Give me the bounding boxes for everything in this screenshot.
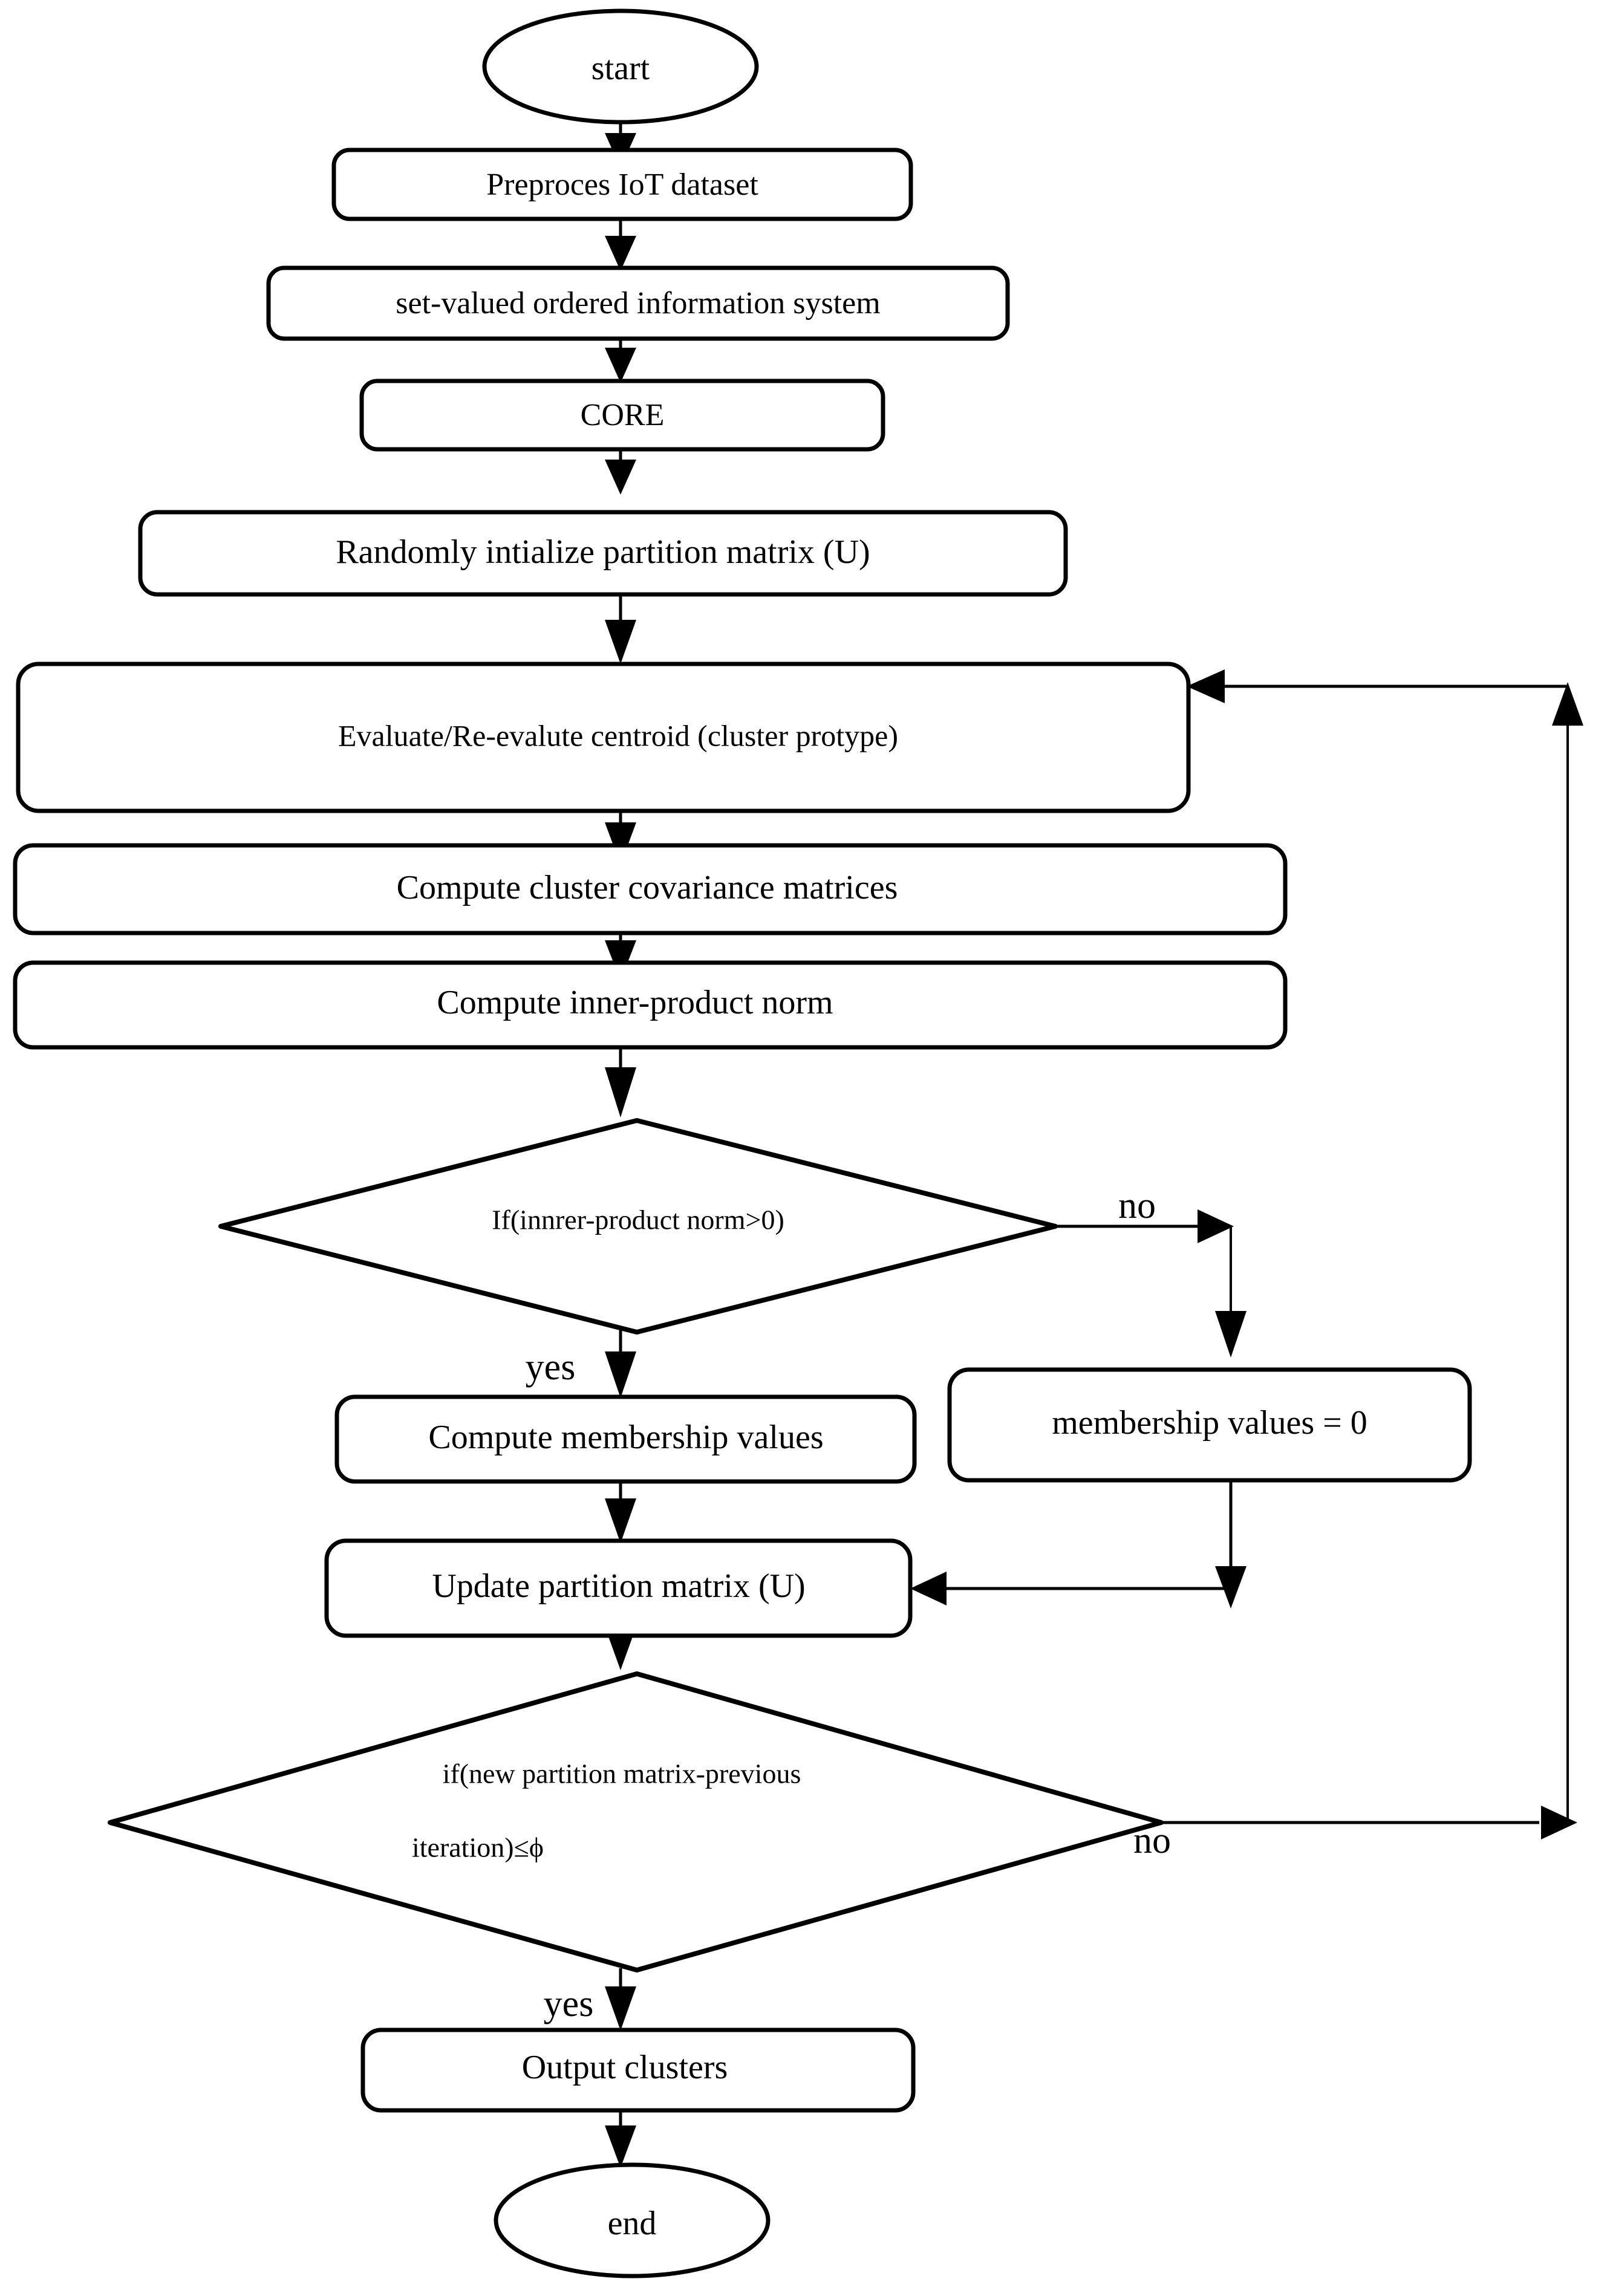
edge-label-norm-no: no (1118, 1185, 1156, 1226)
node-decide-conv[interactable]: if(new partition matrix-previous iterati… (108, 1671, 1164, 1972)
edge-init-u-to-centroid (605, 593, 636, 664)
edge-decide-conv-yes-to-output (605, 1968, 636, 2031)
node-output-label: Output clusters (522, 2049, 728, 2086)
node-covariance-label: Compute cluster covariance matrices (397, 869, 898, 906)
node-covariance[interactable]: Compute cluster covariance matrices (13, 843, 1288, 935)
node-preprocess[interactable]: Preproces IoT dataset (331, 148, 913, 221)
node-compute-mv[interactable]: Compute membership values (334, 1394, 917, 1484)
node-svois[interactable]: set-valued ordered information system (266, 265, 1010, 341)
edge-label-conv-no: no (1133, 1820, 1171, 1861)
edge-decide-norm-yes-to-compute-mv (605, 1330, 636, 1398)
node-core[interactable]: CORE (359, 379, 885, 452)
edge-decide-conv-no-to-centroid (1161, 669, 1583, 1839)
node-init-u-label: Randomly intialize partition matrix (U) (336, 533, 870, 571)
node-update-u[interactable]: Update partition matrix (U) (324, 1538, 913, 1638)
node-output[interactable]: Output clusters (360, 2028, 916, 2113)
node-centroid[interactable]: Evaluate/Re-evalute centroid (cluster pr… (16, 662, 1191, 813)
node-start[interactable]: start (482, 8, 759, 125)
edge-core-to-init-u (605, 450, 636, 495)
node-decide-conv-label-line1: if(new partition matrix-previous (443, 1758, 801, 1789)
node-svois-label: set-valued ordered information system (396, 286, 880, 320)
node-update-u-label: Update partition matrix (U) (432, 1567, 805, 1605)
edge-label-norm-yes: yes (526, 1347, 576, 1388)
node-init-u[interactable]: Randomly intialize partition matrix (U) (138, 510, 1068, 597)
edge-preprocess-to-svois (605, 218, 636, 271)
node-start-label: start (592, 50, 650, 87)
edge-label-conv-yes: yes (544, 1983, 594, 2024)
node-compute-mv-label: Compute membership values (428, 1419, 823, 1456)
edge-compute-mv-to-update-u (605, 1481, 636, 1543)
node-centroid-label: Evaluate/Re-evalute centroid (cluster pr… (338, 718, 898, 752)
node-zero-mv[interactable]: membership values = 0 (947, 1367, 1472, 1483)
node-innerprod[interactable]: Compute inner-product norm (13, 960, 1288, 1050)
node-core-label: CORE (581, 398, 665, 432)
node-zero-mv-label: membership values = 0 (1052, 1404, 1367, 1442)
edge-svois-to-core (605, 339, 636, 383)
node-decide-norm-label: If(innrer-product norm>0) (492, 1205, 784, 1235)
edge-decide-norm-no-to-zero-mv (1055, 1209, 1247, 1358)
node-end[interactable]: end (494, 2162, 771, 2278)
node-decide-conv-label-line2: iteration)≤ϕ (412, 1832, 544, 1863)
edge-zero-mv-to-update-u (910, 1480, 1247, 1608)
edge-innerprod-to-decide-norm (605, 1046, 636, 1117)
node-innerprod-label: Compute inner-product norm (437, 984, 833, 1021)
node-preprocess-label: Preproces IoT dataset (486, 167, 758, 202)
node-decide-norm[interactable]: If(innrer-product norm>0) (218, 1118, 1058, 1335)
edge-output-to-end (605, 2110, 636, 2168)
node-end-label: end (608, 2205, 657, 2242)
